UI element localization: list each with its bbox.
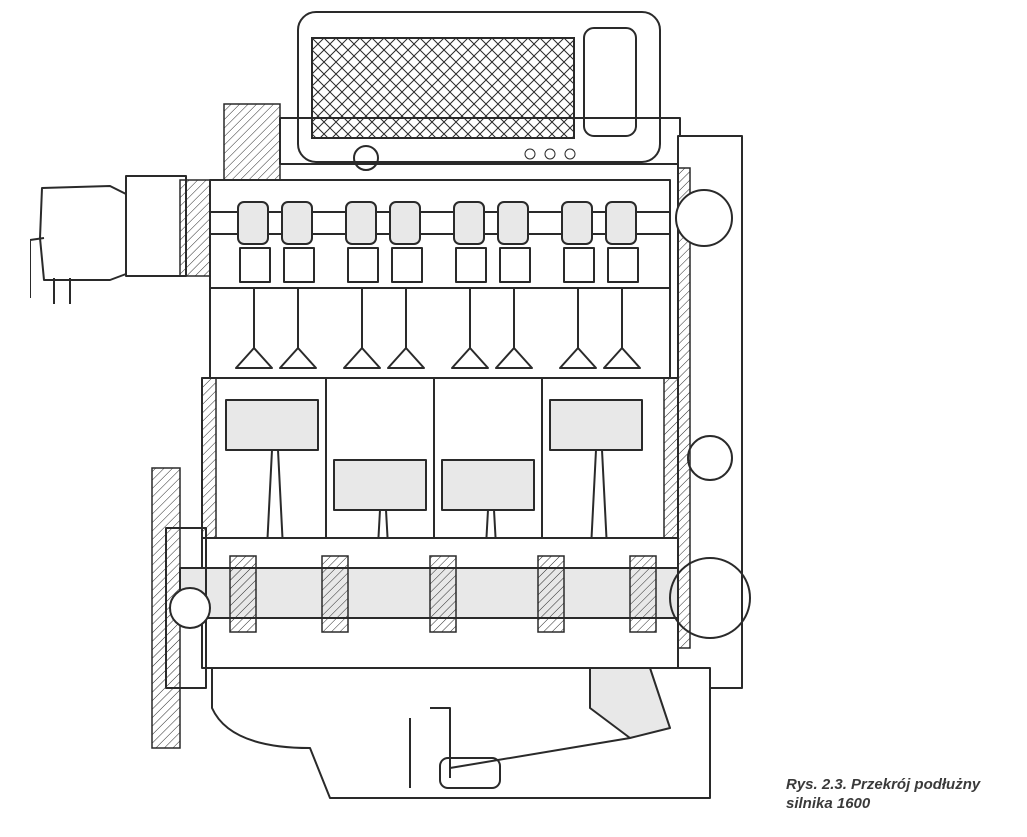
caption-line-1: Rys. 2.3. Przekrój podłużny [786, 776, 981, 793]
timing-cover [669, 135, 751, 689]
engine-block [201, 377, 679, 619]
figure-caption: Rys. 2.3. Przekrój podłużny silnika 1600 [786, 775, 1022, 813]
pistons [225, 399, 643, 511]
caption-line-2: silnika 1600 [786, 795, 871, 812]
cylinder-head [209, 103, 671, 289]
flywheel [151, 467, 211, 749]
camshaft-lobes [237, 201, 637, 245]
crankshaft [179, 537, 691, 669]
distributor-housing [29, 175, 211, 304]
oil-sump [211, 667, 711, 799]
valves [209, 287, 671, 379]
engine-cross-section-drawing [29, 8, 770, 820]
air-filter-housing [279, 11, 681, 171]
valve-springs [239, 247, 639, 283]
